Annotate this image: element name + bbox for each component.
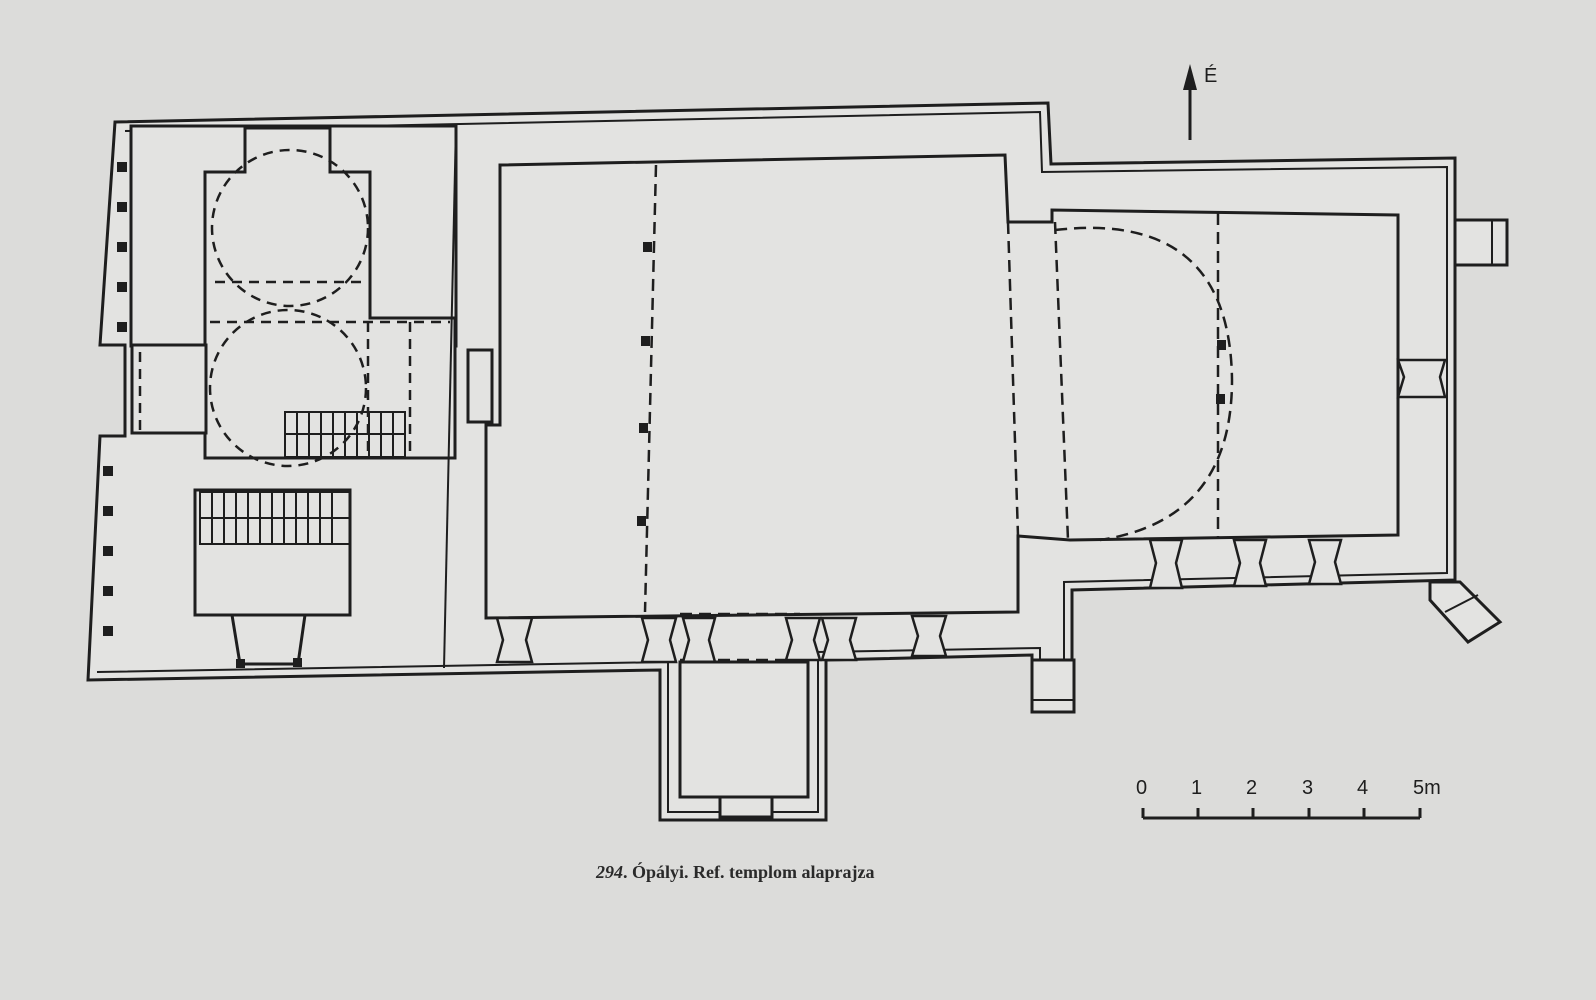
east-annexes xyxy=(1030,218,1509,714)
scale-bar: 0 1 2 3 4 5m xyxy=(1136,777,1441,820)
apse-arc xyxy=(1054,226,1234,542)
north-arrow: É xyxy=(1183,64,1217,140)
south-porch-passage xyxy=(230,613,307,666)
scale-ticks xyxy=(1141,808,1422,818)
porch-inner xyxy=(678,660,810,799)
scale-tick-label: 3 xyxy=(1302,777,1313,799)
nave-west-door xyxy=(466,348,494,424)
porch-door xyxy=(718,795,774,819)
vault-lines xyxy=(643,164,1234,662)
nave-walls xyxy=(484,153,1400,620)
figure-caption: 294. Ópályi. Ref. templom alaprajza xyxy=(596,862,874,883)
southeast-buttress xyxy=(1428,580,1503,644)
scale-tick-label: 1 xyxy=(1191,777,1202,799)
west-entrance-passage xyxy=(130,343,208,435)
east-door xyxy=(1453,218,1509,267)
south-porch xyxy=(678,660,810,819)
west-wall-buttresses xyxy=(103,162,127,636)
figure-caption-text: . Ópályi. Ref. templom alaprajza xyxy=(623,862,875,882)
tower-block xyxy=(203,126,457,460)
scale-tick-label: 4 xyxy=(1357,777,1368,799)
vault-lower xyxy=(208,308,368,468)
scale-tick-label: 0 xyxy=(1136,777,1147,799)
nave-pillars xyxy=(236,242,1226,668)
nave xyxy=(466,153,1400,620)
south-windows xyxy=(495,358,1447,664)
figure-number: 294 xyxy=(596,862,623,882)
scale-tick-label: 2 xyxy=(1246,777,1257,799)
vault-upper xyxy=(210,148,370,308)
scale-tick-label: 5m xyxy=(1413,777,1441,799)
north-label: É xyxy=(1204,64,1217,87)
west-rooms xyxy=(129,123,458,669)
south-buttress xyxy=(1030,658,1076,714)
tower-stair-treads xyxy=(285,412,405,457)
hall-stair-treads xyxy=(200,492,350,544)
